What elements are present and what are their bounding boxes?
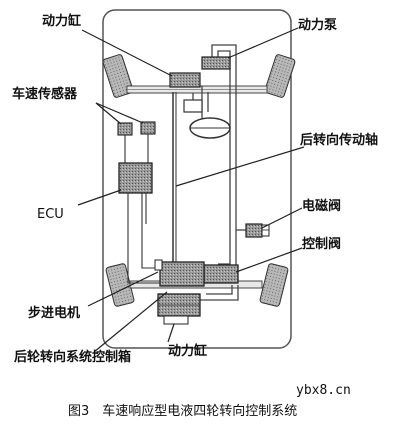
label-power-pump: 动力泵 [298, 18, 338, 33]
label-speed-sensor: 车速传感器 [12, 87, 78, 102]
leader-lines [77, 27, 305, 353]
stepper-motor [159, 261, 205, 287]
rear-right-wheel [259, 263, 289, 307]
ecu-box [118, 162, 153, 194]
solenoid-valve [245, 223, 270, 238]
label-stepper-motor: 步进电机 [28, 306, 81, 321]
control-valve [203, 264, 239, 284]
label-rear-steering-control-box: 后轮转向系统控制箱 [14, 350, 132, 365]
label-solenoid-valve: 电磁阀 [302, 199, 342, 214]
power-pump [201, 56, 231, 70]
front-left-wheel [102, 54, 134, 98]
wiring [124, 134, 160, 284]
label-ecu: ECU [37, 207, 64, 222]
label-power-cylinder-front: 动力缸 [42, 14, 82, 29]
speed-sensor-1 [117, 122, 133, 136]
label-control-valve: 控制阀 [302, 237, 342, 252]
watermark: ybx8.cn [296, 383, 351, 398]
figure-caption: 图3 车速响应型电液四轮转向控制系统 [68, 404, 298, 419]
front-right-wheel [264, 54, 296, 98]
steering-wheel [183, 93, 231, 139]
label-power-cylinder-rear: 动力缸 [168, 344, 208, 359]
power-cylinder-rear [163, 315, 189, 325]
label-rear-steering-shaft: 后转向传动轴 [300, 133, 379, 148]
speed-sensor-2 [140, 121, 156, 135]
power-cylinder-front [169, 72, 201, 88]
